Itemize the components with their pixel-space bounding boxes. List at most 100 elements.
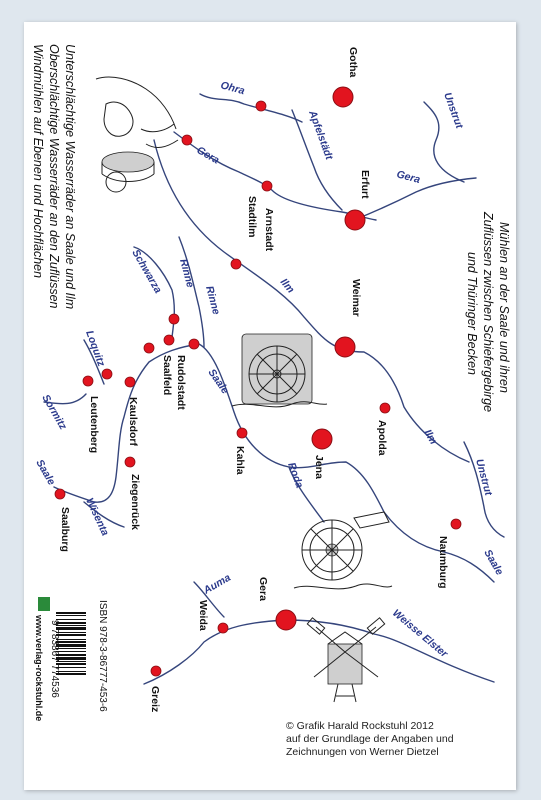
windmill-sketch [306, 617, 386, 703]
town-label-greiz: Greiz [149, 686, 161, 712]
town-label-rudolstadt: Rudolstadt [175, 355, 187, 410]
barcode-bar [56, 619, 86, 620]
river-label-ohra: Ohra [219, 79, 246, 97]
town-marker-saalfeld[interactable] [163, 334, 175, 346]
barcode-bar [56, 615, 86, 616]
barcode-bar [56, 667, 86, 668]
town-marker-jena[interactable] [311, 428, 333, 450]
town-label-saalburg: Saalburg [59, 507, 71, 552]
town-labels: Gotha Erfurt Arnstadt Stadtilm Weimar Ap… [59, 47, 449, 712]
river-label-saale-mid: Saale [206, 367, 232, 396]
hand-mill-sketch [95, 76, 179, 193]
town-label-kahla: Kahla [234, 446, 246, 475]
barcode-icon [56, 612, 86, 675]
town-label-gera: Gera [257, 577, 269, 601]
town-marker-gera[interactable] [275, 609, 297, 631]
town-marker-weida[interactable] [217, 622, 229, 634]
river-label-gera-right: Gera [395, 168, 421, 186]
town-label-erfurt: Erfurt [359, 170, 371, 199]
town-label-gotha: Gotha [347, 47, 359, 77]
river-apfelstaedt [291, 109, 343, 211]
barcode-bar [56, 657, 86, 660]
town-marker-rinne-point[interactable] [168, 313, 180, 325]
river-saale [53, 343, 495, 583]
river-roda [288, 466, 325, 523]
town-marker-ziegenrueck[interactable] [124, 456, 136, 468]
river-label-sormitz: Sormitz [39, 393, 69, 433]
map-legend: Unterschlächtige Wasserräder an Saale un… [31, 44, 77, 309]
river-gera-right [353, 177, 477, 221]
river-loquitz [83, 339, 105, 385]
river-gera-left [173, 131, 377, 221]
isbn-line: ISBN 978-3-86777-453-6 [97, 600, 108, 712]
barcode-bar [56, 661, 86, 662]
river-network [43, 93, 505, 685]
barcode-bar [56, 641, 86, 643]
town-marker-gera-point[interactable] [181, 134, 193, 146]
town-marker-kaulsdorf[interactable] [124, 376, 136, 388]
town-marker-rudolstadt[interactable] [188, 338, 200, 350]
publisher-website: www.verlag-rockstuhl.de [34, 614, 44, 721]
town-marker-ohra-point[interactable] [255, 100, 267, 112]
town-marker-gotha[interactable] [332, 86, 354, 108]
river-ohra [199, 93, 303, 123]
title-line-2: Zuflüssen zwischen Schiefergebirge [481, 211, 495, 412]
isbn-block: ISBN 978-3-86777-453-6 9 783867 774536 w… [34, 597, 108, 721]
river-label-unstrut-bottom: Unstrut [473, 458, 494, 498]
barcode-bar [56, 644, 86, 647]
map-title: Mühlen an der Saale und ihren Zuflüssen … [465, 211, 511, 412]
town-marker-arnstadt[interactable] [261, 180, 273, 192]
river-auma [193, 581, 225, 618]
town-label-kaulsdorf: Kaulsdorf [127, 397, 139, 447]
town-label-naumburg: Naumburg [437, 536, 449, 589]
town-marker-naumburg[interactable] [450, 518, 462, 530]
river-label-weisse-elster: Weisse Elster [390, 607, 451, 661]
town-markers [54, 86, 462, 677]
barcode-bar [56, 648, 86, 649]
town-label-arnstadt: Arnstadt [263, 208, 275, 252]
town-label-stadtilm: Stadtilm [246, 196, 258, 237]
barcode-bar [56, 663, 86, 665]
barcode-bar [56, 639, 86, 640]
river-unstrut-bottom [463, 441, 505, 538]
barcode-bar [56, 634, 86, 636]
town-label-weida: Weida [197, 600, 209, 631]
copyright-line-3: Zeichnungen von Werner Dietzel [286, 746, 439, 758]
town-marker-leutenberg[interactable] [82, 375, 94, 387]
map-card: Gotha Erfurt Arnstadt Stadtilm Weimar Ap… [24, 22, 516, 790]
barcode-bar [56, 612, 86, 614]
title-line-1: Mühlen an der Saale und ihren [497, 222, 511, 393]
town-marker-kahla[interactable] [236, 427, 248, 439]
town-marker-stadtilm[interactable] [230, 258, 242, 270]
barcode-bar [56, 654, 86, 656]
barcode-bar [56, 625, 86, 626]
river-ilm [153, 139, 470, 463]
river-label-auma: Auma [201, 572, 233, 598]
river-label-loquitz: Loquitz [83, 329, 107, 369]
overshot-wheel-sketch [293, 511, 393, 590]
town-marker-erfurt[interactable] [344, 209, 366, 231]
copyright-line-1: © Grafik Harald Rockstuhl 2012 [286, 720, 434, 732]
barcode-digits: 9 783867 774536 [49, 620, 60, 698]
barcode-bar [56, 632, 86, 633]
river-label-gera-left: Gera [195, 144, 222, 166]
town-marker-apolda[interactable] [379, 402, 391, 414]
river-label-rinne-top: Rinne [177, 258, 196, 289]
legend-line-1: Unterschlächtige Wasserräder an Saale un… [63, 44, 77, 309]
town-label-saalfeld: Saalfeld [161, 355, 173, 395]
town-marker-weimar[interactable] [334, 336, 356, 358]
town-marker-loquitz-point[interactable] [101, 368, 113, 380]
town-marker-saalburg[interactable] [54, 488, 66, 500]
town-label-apolda: Apolda [376, 420, 388, 456]
legend-line-3: Windmühlen auf Ebenen und Hochflächen [31, 44, 45, 278]
legend-line-2: Oberschlächtige Wasserräder an den Zuflü… [47, 44, 61, 309]
town-marker-schwarza-point[interactable] [143, 342, 155, 354]
river-rinne [178, 236, 205, 348]
river-wisenta [83, 501, 125, 528]
town-marker-greiz[interactable] [150, 665, 162, 677]
river-label-saale-left: Saale [33, 458, 57, 488]
river-label-rinne-bottom: Rinne [203, 285, 222, 316]
barcode-bar [56, 673, 86, 675]
town-label-ziegenrueck: Ziegenrück [129, 474, 141, 530]
title-line-3: und Thüringer Becken [465, 252, 479, 375]
